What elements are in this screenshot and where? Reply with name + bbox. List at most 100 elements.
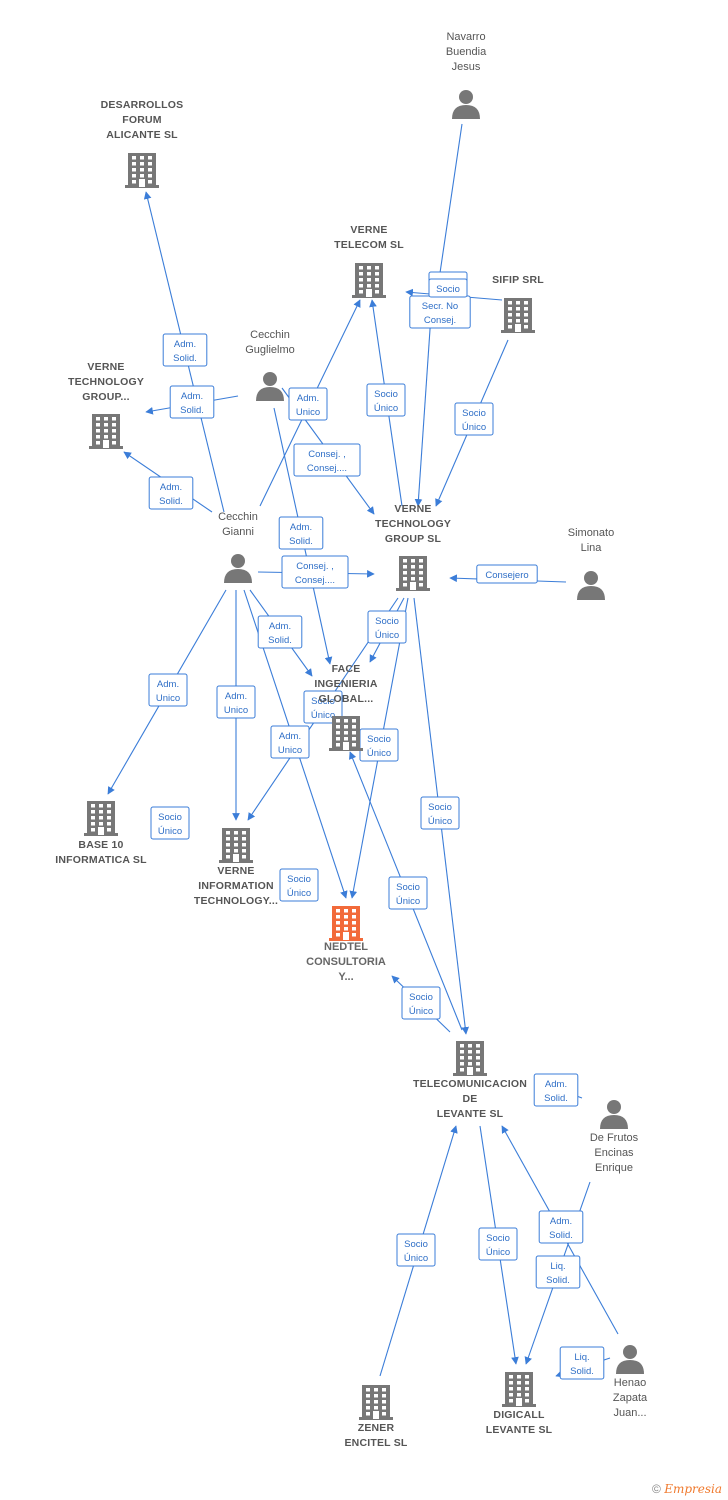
edge-label-19-text: Socio xyxy=(367,734,391,745)
edge-label-1-text: Adm. xyxy=(181,391,203,402)
node-face[interactable]: FACEINGENIERIAGLOBAL... xyxy=(314,663,378,751)
floating-label-base10-box xyxy=(150,806,190,840)
building-icon xyxy=(84,801,118,836)
edge-label-9-text: Consej.... xyxy=(307,463,347,474)
edge-label-28[interactable]: Liq.Solid. xyxy=(559,1346,605,1380)
floating-label-verne_telecom[interactable]: Socio xyxy=(428,278,468,298)
edge-label-27-box xyxy=(535,1255,581,1289)
node-label-henao: Zapata xyxy=(613,1392,648,1404)
edge-label-1-text: Solid. xyxy=(180,405,204,416)
edge-label-20-box xyxy=(420,796,460,830)
footer: © Empresia xyxy=(652,1482,722,1496)
edge-label-2[interactable]: Adm.Solid. xyxy=(148,476,194,510)
node-label-nedtel: CONSULTORIA xyxy=(306,956,386,968)
edge-label-14-text: Único xyxy=(375,630,399,641)
node-label-face: GLOBAL... xyxy=(319,693,374,705)
node-verne_tg_left[interactable]: VERNETECHNOLOGYGROUP... xyxy=(68,361,144,449)
building-icon xyxy=(125,153,159,188)
node-label-base10: INFORMATICA SL xyxy=(55,854,147,866)
edge-label-0[interactable]: Adm.Solid. xyxy=(162,333,208,367)
node-label-simonato: Simonato xyxy=(568,527,614,539)
node-label-zener: ENCITEL SL xyxy=(344,1437,407,1449)
node-sifip[interactable]: SIFIP SRL xyxy=(492,274,544,333)
node-verne_info[interactable]: VERNEINFORMATIONTECHNOLOGY... xyxy=(194,828,278,907)
floating-label-verne_telecom-text: Socio xyxy=(436,284,460,295)
node-label-defrutos: De Frutos xyxy=(590,1132,639,1144)
node-henao[interactable]: HenaoZapataJuan... xyxy=(613,1345,648,1419)
edge-label-23[interactable]: Adm.Solid. xyxy=(533,1073,579,1107)
floating-label-verne_info-text: Único xyxy=(287,888,311,899)
edge-label-1[interactable]: Adm. Solid. xyxy=(169,385,215,419)
node-label-telecom_levante: DE xyxy=(463,1093,478,1105)
edge-label-11[interactable]: Consej. ,Consej.... xyxy=(281,555,349,589)
edge-label-9[interactable]: Consej. ,Consej.... xyxy=(293,443,361,477)
edge-label-10[interactable]: Adm.Solid. xyxy=(278,516,324,550)
node-label-verne_info: VERNE xyxy=(217,865,254,877)
node-label-cecchin_gianni: Gianni xyxy=(222,526,254,538)
node-label-verne_tg_sl: GROUP SL xyxy=(385,533,442,545)
edge-label-17-box xyxy=(303,690,343,724)
node-base10[interactable]: BASE 10 INFORMATICA SL xyxy=(55,801,147,866)
edge-navarro-to-verne_telecom[interactable] xyxy=(433,123,463,301)
edge-label-3-text: Adm. xyxy=(297,393,319,404)
edge-label-24-text: Socio xyxy=(404,1239,428,1250)
node-label-henao: Henao xyxy=(614,1377,646,1389)
edge-navarro-to-verne_tg_sl[interactable] xyxy=(414,299,433,507)
edge-label-26[interactable]: Adm.Solid. xyxy=(538,1210,584,1244)
edge-label-18[interactable]: Adm.Unico xyxy=(270,725,310,759)
edge-label-25-text: Socio xyxy=(486,1233,510,1244)
edge-label-28-box xyxy=(559,1346,605,1380)
floating-label-verne_telecom-box xyxy=(428,278,468,298)
edge-label-16[interactable]: Adm.Unico xyxy=(216,685,256,719)
edge-label-17-text: Único xyxy=(311,710,335,721)
edge-label-24-text: Único xyxy=(404,1253,428,1264)
building-icon xyxy=(396,556,430,591)
node-label-telecom_levante: TELECOMUNICACION xyxy=(413,1078,527,1090)
brand-logo[interactable]: Empresia xyxy=(664,1482,722,1496)
edge-label-6-text: Secr. No xyxy=(422,301,458,312)
node-nedtel[interactable]: NEDTELCONSULTORIAY... xyxy=(306,906,386,983)
node-label-verne_tg_left: VERNE xyxy=(87,361,124,373)
building-icon xyxy=(352,263,386,298)
edge-label-28-text: Solid. xyxy=(570,1366,594,1377)
edge-label-13[interactable]: Adm.Solid. xyxy=(257,615,303,649)
edge-label-11-text: Consej.... xyxy=(295,575,335,586)
edge-label-27[interactable]: Liq.Solid. xyxy=(535,1255,581,1289)
floating-label-verne_info-box xyxy=(279,868,319,902)
edge-label-15[interactable]: Adm.Unico xyxy=(148,673,188,707)
edge-label-3[interactable]: Adm.Unico xyxy=(288,387,328,421)
node-label-cecchin_g: Guglielmo xyxy=(245,344,295,356)
node-label-desarrollos: DESARROLLOS xyxy=(101,99,184,111)
node-label-henao: Juan... xyxy=(613,1407,646,1419)
node-label-digicall: DIGICALL xyxy=(493,1409,545,1421)
edge-label-12-box xyxy=(476,564,538,584)
node-label-verne_info: INFORMATION xyxy=(198,880,274,892)
edge-label-12[interactable]: Consejero xyxy=(476,564,538,584)
node-label-base10: BASE 10 xyxy=(78,839,123,851)
